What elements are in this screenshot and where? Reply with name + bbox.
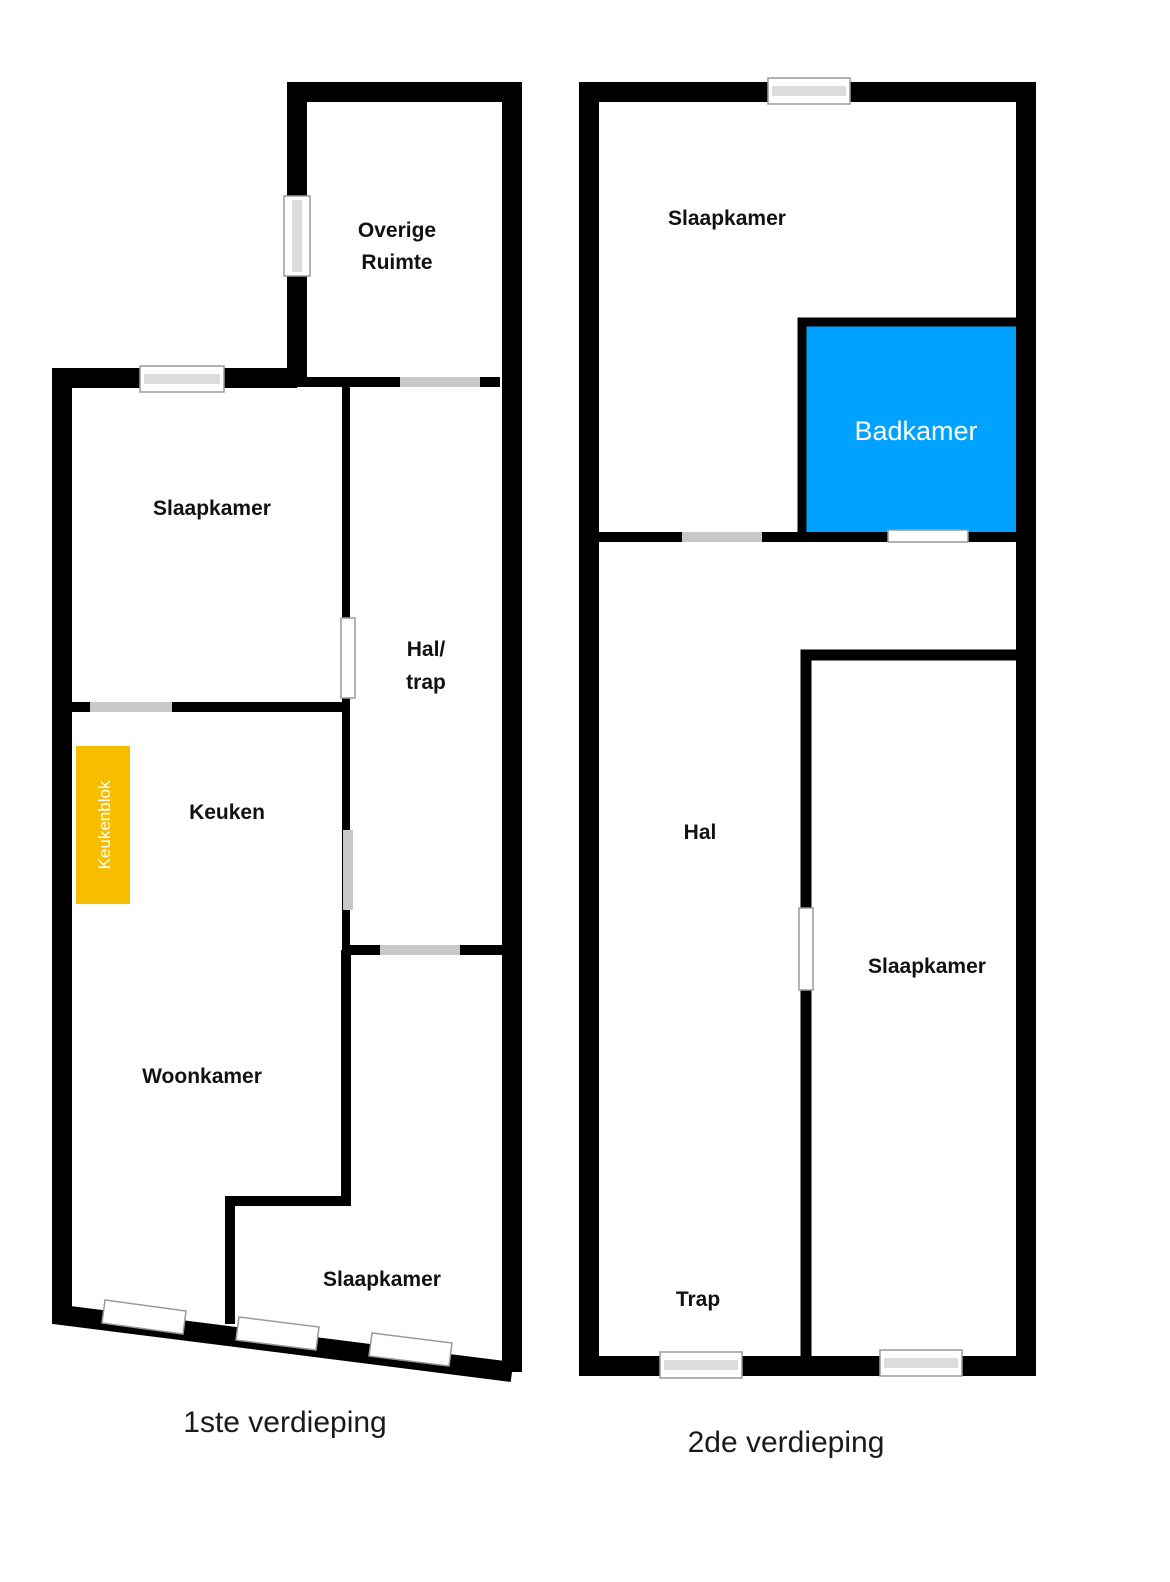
window bbox=[368, 1332, 453, 1367]
door bbox=[343, 830, 353, 910]
room-label-hal: Hal/ bbox=[407, 638, 446, 661]
floor-2-windows bbox=[659, 77, 963, 1379]
keukenblok-label: Keukenblok bbox=[95, 780, 114, 869]
floor-2-plan: Slaapkamer Badkamer Hal Slaapkamer Trap … bbox=[579, 77, 1036, 1459]
window bbox=[101, 1299, 187, 1335]
room-label-slaapkamer: Slaapkamer bbox=[323, 1268, 441, 1291]
door bbox=[682, 532, 762, 542]
floor-1-interior-walls bbox=[70, 377, 502, 1324]
room-label-woonkamer: Woonkamer bbox=[142, 1065, 262, 1088]
floor-2-doors bbox=[682, 529, 969, 991]
room-label-slaapkamer: Slaapkamer bbox=[668, 207, 786, 230]
floor-1-exterior-wall bbox=[52, 82, 522, 1382]
badkamer-block bbox=[802, 324, 1020, 532]
floor-1-plan: Keukenblok Overige Ruimte Slaapkamer Hal… bbox=[52, 82, 522, 1439]
floor-caption: 2de verdieping bbox=[688, 1426, 885, 1459]
floor-caption: 1ste verdieping bbox=[183, 1406, 386, 1439]
door bbox=[340, 617, 356, 699]
door bbox=[400, 377, 480, 387]
door bbox=[380, 945, 460, 955]
door bbox=[798, 907, 814, 991]
room-label-keuken: Keuken bbox=[189, 801, 265, 824]
room-label-trap: trap bbox=[406, 671, 446, 694]
door bbox=[90, 702, 172, 712]
room-label-hal: Hal bbox=[684, 821, 717, 844]
window bbox=[235, 1316, 320, 1351]
room-label-slaapkamer: Slaapkamer bbox=[153, 497, 271, 520]
floor-1-windows bbox=[101, 195, 453, 1367]
door bbox=[887, 529, 969, 543]
room-label-overige: Overige bbox=[358, 219, 436, 242]
room-label-slaapkamer: Slaapkamer bbox=[868, 955, 986, 978]
room-label-ruimte: Ruimte bbox=[361, 251, 432, 274]
room-label-badkamer: Badkamer bbox=[854, 416, 977, 446]
keukenblok-block bbox=[76, 746, 130, 904]
floor-1-doors bbox=[90, 377, 480, 955]
room-label-trap: Trap bbox=[676, 1288, 720, 1311]
